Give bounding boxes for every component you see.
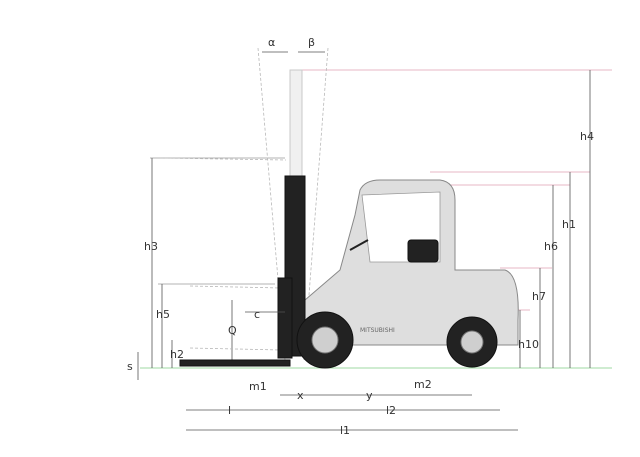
label-l1: l1 bbox=[340, 424, 350, 437]
label-h6: h6 bbox=[544, 240, 558, 253]
label-h4: h4 bbox=[580, 130, 594, 143]
raised-fork-ghost bbox=[159, 157, 287, 161]
label-h5: h5 bbox=[156, 308, 170, 321]
rear-wheel-hub bbox=[460, 330, 484, 354]
fork bbox=[179, 359, 291, 367]
label-h2: h2 bbox=[170, 348, 184, 361]
truck-body bbox=[299, 179, 519, 346]
label-c: c bbox=[254, 308, 260, 321]
mast-extended-ghost bbox=[289, 69, 303, 181]
label-l2: l2 bbox=[386, 404, 396, 417]
driver-seat bbox=[407, 239, 439, 263]
label-y: y bbox=[366, 389, 373, 402]
label-m1: m1 bbox=[249, 380, 267, 393]
mid-fork-ghost bbox=[189, 285, 283, 289]
front-wheel-hub bbox=[311, 326, 339, 354]
label-m2: m2 bbox=[414, 378, 432, 391]
label-x: x bbox=[297, 389, 304, 402]
label-h7: h7 bbox=[532, 290, 546, 303]
label-s: s bbox=[127, 360, 133, 373]
fork-carriage bbox=[277, 277, 293, 359]
label-h1: h1 bbox=[562, 218, 576, 231]
label-alpha: α bbox=[268, 36, 275, 49]
truck-logo: MITSUBISHI bbox=[360, 327, 395, 334]
label-l: l bbox=[228, 404, 231, 417]
steering-wheel bbox=[349, 239, 369, 251]
label-beta: β bbox=[308, 36, 315, 49]
label-q: Q bbox=[228, 324, 237, 337]
low-fork-ghost bbox=[189, 347, 283, 351]
label-h10: h10 bbox=[518, 338, 539, 351]
label-h3: h3 bbox=[144, 240, 158, 253]
